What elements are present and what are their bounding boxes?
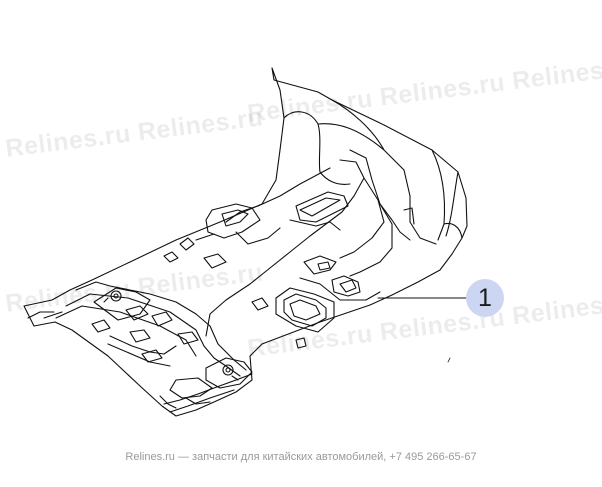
footer-text: Relines.ru — запчасти для китайских авто… (125, 451, 477, 463)
callout-number: 1 (466, 279, 504, 317)
